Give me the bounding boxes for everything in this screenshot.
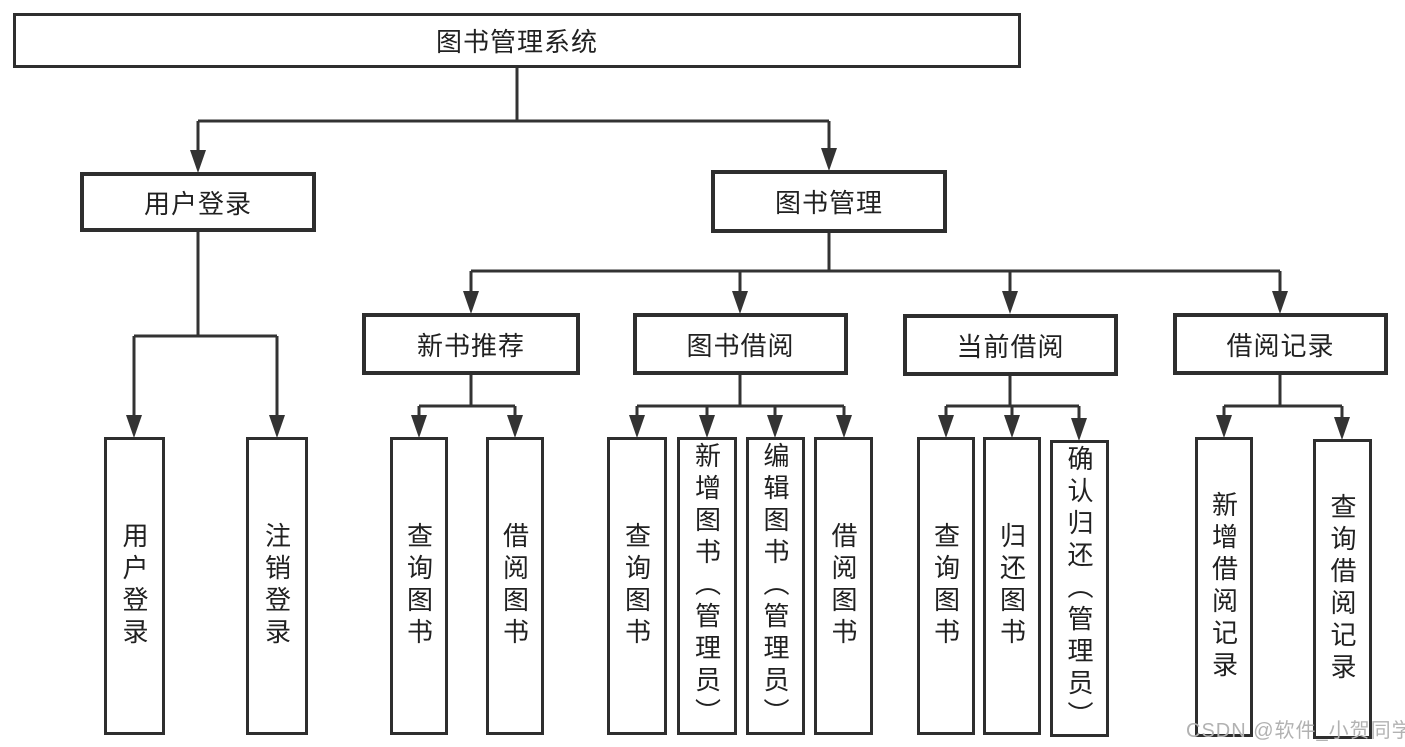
arrowhead xyxy=(1002,291,1018,314)
node-book-borrow: 图书借阅 xyxy=(633,313,848,375)
node-user-login-branch-label: 用户登录 xyxy=(143,188,252,219)
arrowhead xyxy=(767,415,783,438)
leaf-borrow-edit-books-label: 编辑图书（管理员） xyxy=(760,442,790,730)
node-root-label: 图书管理系统 xyxy=(435,27,598,57)
leaf-borrow-query-books-label: 查询图书 xyxy=(621,522,652,650)
arrowhead xyxy=(699,415,715,438)
csdn-watermark: CSDN @软件_小贺同学 xyxy=(1186,720,1405,742)
leaf-current-query-books-label: 查询图书 xyxy=(930,522,961,650)
leaf-borrow-add-books: 新增图书（管理员） xyxy=(677,437,737,735)
leaf-records-query-record-label: 查询借阅记录 xyxy=(1327,493,1357,685)
tree-edges xyxy=(132,68,1344,426)
leaf-current-query-books: 查询图书 xyxy=(917,437,975,735)
arrowhead xyxy=(732,291,748,314)
arrowhead xyxy=(1004,415,1020,438)
arrowhead xyxy=(190,150,206,173)
leaf-records-add-record: 新增借阅记录 xyxy=(1195,437,1253,737)
leaf-recommend-borrow-books: 借阅图书 xyxy=(486,437,544,735)
arrowhead xyxy=(411,415,427,438)
node-borrow-records-label: 借阅记录 xyxy=(1226,330,1335,361)
node-borrow-records: 借阅记录 xyxy=(1173,313,1388,375)
arrowhead xyxy=(269,415,285,438)
node-new-book-recommend-label: 新书推荐 xyxy=(416,330,525,361)
leaf-records-query-record: 查询借阅记录 xyxy=(1313,439,1372,739)
node-current-borrow: 当前借阅 xyxy=(903,314,1118,376)
node-book-borrow-label: 图书借阅 xyxy=(686,330,795,361)
leaf-recommend-query-books-label: 查询图书 xyxy=(403,522,434,650)
leaf-borrow-query-books: 查询图书 xyxy=(607,437,667,735)
leaf-current-confirm-return-label: 确认归还（管理员） xyxy=(1064,444,1094,733)
leaf-recommend-borrow-books-label: 借阅图书 xyxy=(499,522,530,650)
arrowhead xyxy=(1071,418,1087,441)
arrowhead xyxy=(126,415,142,438)
node-book-management-label: 图书管理 xyxy=(774,188,883,218)
arrowheads xyxy=(126,148,1350,441)
node-new-book-recommend: 新书推荐 xyxy=(362,313,580,375)
node-root: 图书管理系统 xyxy=(13,13,1021,68)
arrowhead xyxy=(938,415,954,438)
leaf-user-login-label: 用户登录 xyxy=(119,522,149,650)
leaf-borrow-borrow-books: 借阅图书 xyxy=(814,437,873,735)
leaf-current-return-books-label: 归还图书 xyxy=(996,522,1027,650)
arrowhead xyxy=(1334,417,1350,440)
leaf-borrow-borrow-books-label: 借阅图书 xyxy=(828,522,858,650)
arrowhead xyxy=(629,415,645,438)
node-user-login-branch: 用户登录 xyxy=(80,172,316,232)
leaf-current-confirm-return: 确认归还（管理员） xyxy=(1050,440,1109,737)
leaf-records-add-record-label: 新增借阅记录 xyxy=(1208,491,1239,683)
leaf-user-login: 用户登录 xyxy=(104,437,165,735)
node-book-management: 图书管理 xyxy=(711,170,947,233)
leaf-current-return-books: 归还图书 xyxy=(983,437,1041,735)
arrowhead xyxy=(1216,415,1232,438)
arrowhead xyxy=(821,148,837,171)
leaf-recommend-query-books: 查询图书 xyxy=(390,437,448,735)
leaf-logout: 注销登录 xyxy=(246,437,308,735)
leaf-logout-label: 注销登录 xyxy=(261,522,292,650)
arrowhead xyxy=(836,415,852,438)
node-current-borrow-label: 当前借阅 xyxy=(956,331,1065,362)
arrowhead xyxy=(507,415,523,438)
leaf-borrow-add-books-label: 新增图书（管理员） xyxy=(691,442,722,730)
arrowhead xyxy=(1272,291,1288,314)
leaf-borrow-edit-books: 编辑图书（管理员） xyxy=(746,437,805,735)
arrowhead xyxy=(463,291,479,314)
